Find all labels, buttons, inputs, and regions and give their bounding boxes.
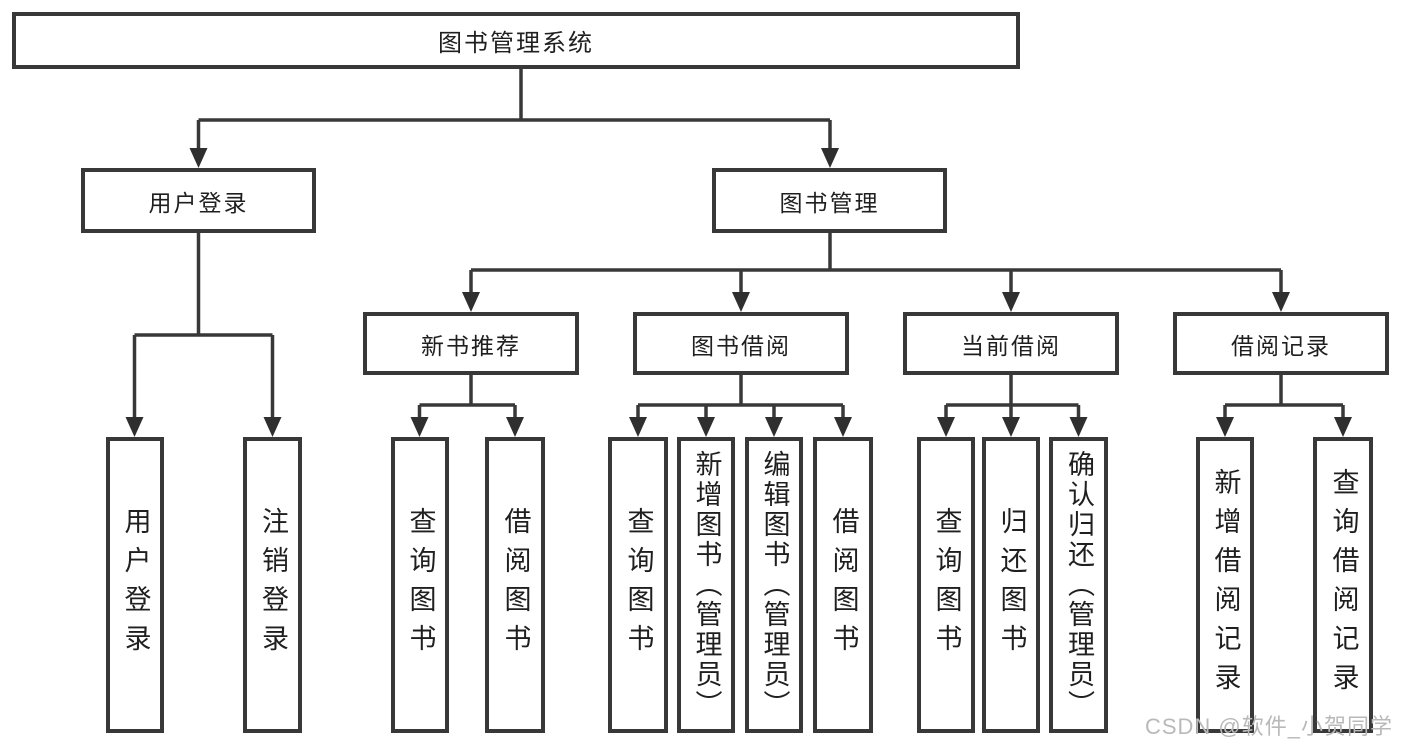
node-confirm-return-admin: 确认归还（管理员） xyxy=(1049,437,1108,733)
node-label: 归还图书 xyxy=(996,507,1027,663)
node-add-borrow-record: 新增借阅记录 xyxy=(1196,437,1254,733)
node-label: 借阅图书 xyxy=(500,507,531,663)
node-label: 用户登录 xyxy=(148,189,249,216)
node-edit-books-admin: 编辑图书（管理员） xyxy=(745,437,803,733)
node-label: 图书借阅 xyxy=(691,332,791,359)
node-label: 当前借阅 xyxy=(961,332,1061,359)
node-user-login: 用户登录 xyxy=(81,168,316,233)
node-label: 新书推荐 xyxy=(421,332,521,359)
node-label: 查询图书 xyxy=(405,507,436,663)
node-book-borrowing: 图书借阅 xyxy=(633,312,849,375)
node-label: 借阅记录 xyxy=(1231,332,1331,359)
node-new-book-recommendation: 新书推荐 xyxy=(363,312,579,375)
node-label: 借阅图书 xyxy=(828,507,859,663)
node-logout: 注销登录 xyxy=(243,437,302,733)
node-label: 图书管理 xyxy=(779,189,880,216)
node-query-borrow-record: 查询借阅记录 xyxy=(1313,437,1373,733)
node-label: 查询图书 xyxy=(623,507,654,663)
node-root: 图书管理系统 xyxy=(12,12,1020,69)
node-label: 查询图书 xyxy=(931,507,962,663)
watermark-text: CSDN @软件_小贺同学 xyxy=(1144,714,1393,739)
node-borrow-books-borrowing: 借阅图书 xyxy=(813,437,873,733)
node-query-books-borrowing: 查询图书 xyxy=(608,437,668,733)
node-label: 用户登录 xyxy=(120,507,151,663)
node-label: 图书管理系统 xyxy=(438,30,594,57)
node-book-management: 图书管理 xyxy=(712,168,947,233)
node-query-books-recommend: 查询图书 xyxy=(391,437,449,733)
node-return-books: 归还图书 xyxy=(982,437,1040,733)
node-borrow-books-recommend: 借阅图书 xyxy=(485,437,545,733)
node-add-books-admin: 新增图书（管理员） xyxy=(677,437,735,733)
node-user-login-leaf: 用户登录 xyxy=(106,437,164,733)
node-query-books-current: 查询图书 xyxy=(917,437,975,733)
node-borrowing-records: 借阅记录 xyxy=(1173,312,1389,375)
node-label: 注销登录 xyxy=(258,507,288,663)
node-label: 编辑图书（管理员） xyxy=(759,450,790,720)
node-label: 查询借阅记录 xyxy=(1328,468,1359,702)
node-label: 确认归还（管理员） xyxy=(1064,450,1094,720)
node-label: 新增图书（管理员） xyxy=(691,450,722,720)
node-label: 新增借阅记录 xyxy=(1210,468,1241,702)
node-current-borrowing: 当前借阅 xyxy=(903,312,1119,375)
